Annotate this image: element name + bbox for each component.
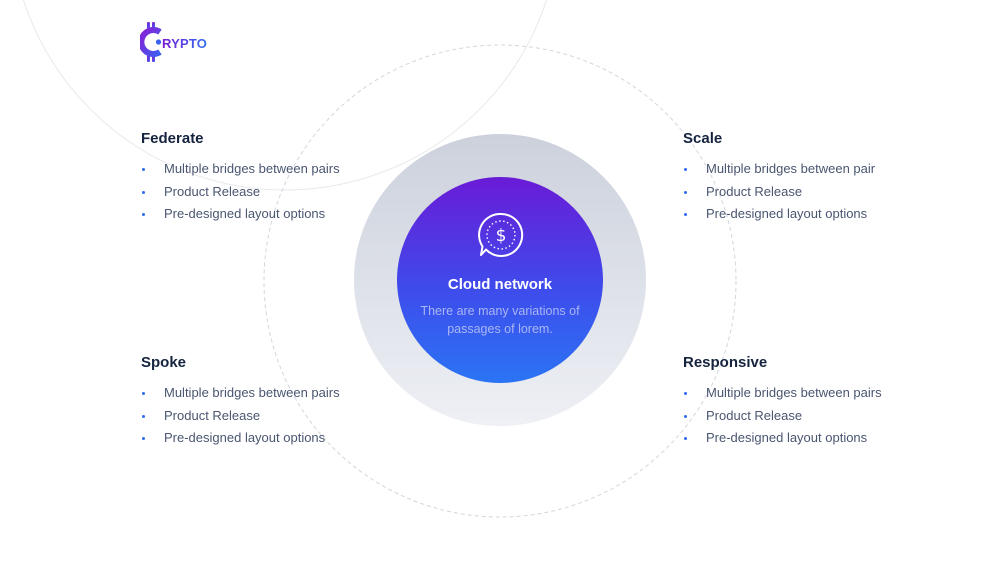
crypto-c-logo-icon — [140, 22, 162, 62]
list-item: Multiple bridges between pair — [683, 158, 973, 181]
spoke-title: Spoke — [141, 354, 187, 371]
list-item: Pre-designed layout options — [141, 203, 431, 226]
list-item: Pre-designed layout options — [683, 203, 973, 226]
responsive-section: Responsive Multiple bridges between pair… — [683, 354, 973, 450]
scale-section: Scale Multiple bridges between pair Prod… — [683, 130, 973, 226]
center-description: There are many variations of passages of… — [420, 304, 580, 336]
list-item: Product Release — [141, 405, 431, 428]
brand-logo: RYPTO — [140, 22, 207, 62]
list-item: Pre-designed layout options — [141, 427, 431, 450]
list-item: Product Release — [141, 181, 431, 204]
dollar-chat-icon: $ — [478, 212, 524, 257]
responsive-title: Responsive — [683, 354, 768, 371]
spoke-list: Multiple bridges between pairs Product R… — [141, 382, 431, 450]
dashed-orbit-ring — [263, 44, 737, 518]
spoke-section: Spoke Multiple bridges between pairs Pro… — [141, 354, 431, 450]
list-item: Multiple bridges between pairs — [141, 158, 431, 181]
list-item: Multiple bridges between pairs — [141, 382, 431, 405]
background-arc — [22, 0, 548, 191]
responsive-list: Multiple bridges between pairs Product R… — [683, 382, 973, 450]
federate-list: Multiple bridges between pairs Product R… — [141, 158, 431, 226]
svg-text:$: $ — [496, 226, 507, 246]
brand-name: RYPTO — [162, 35, 208, 51]
federate-title: Federate — [141, 130, 204, 147]
cloud-network-circle: $ Cloud network There are many variation… — [397, 177, 603, 383]
federate-section: Federate Multiple bridges between pairs … — [141, 130, 431, 226]
list-item: Multiple bridges between pairs — [683, 382, 973, 405]
list-item: Product Release — [683, 405, 973, 428]
scale-title: Scale — [683, 130, 723, 147]
center-title: Cloud network — [447, 276, 553, 293]
list-item: Product Release — [683, 181, 973, 204]
list-item: Pre-designed layout options — [683, 427, 973, 450]
scale-list: Multiple bridges between pair Product Re… — [683, 158, 973, 226]
